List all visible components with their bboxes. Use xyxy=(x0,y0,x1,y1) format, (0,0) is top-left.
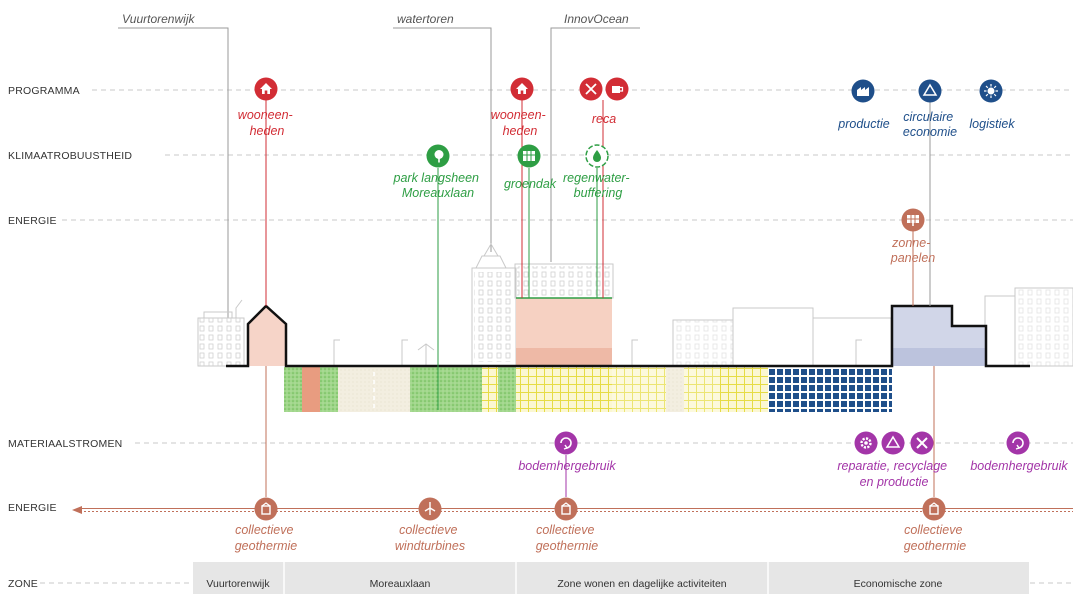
house-icon xyxy=(254,77,278,101)
label-regenwaterbuffering: regenwater- buffering xyxy=(563,171,633,200)
label-wooneenheden-2: wooneen- heden xyxy=(491,108,549,138)
landmark-innovocean: InnovOcean xyxy=(564,12,629,26)
row-label-materiaal: MATERIAALSTROMEN xyxy=(8,438,122,450)
row-label-energie-bottom: ENERGIE xyxy=(8,502,57,514)
recycle-icon xyxy=(881,431,905,455)
geothermal-icon xyxy=(922,497,946,521)
label-bodemhergebruik-1: bodemhergebruik xyxy=(518,459,616,473)
landmark-watertoren: watertoren xyxy=(397,12,454,26)
zone-wonen-activiteiten: Zone wonen en dagelijke activiteiten xyxy=(557,578,726,590)
energie-top-labels: zonne- panelen xyxy=(890,236,936,265)
materiaal-icons xyxy=(554,431,1030,455)
logistics-icon xyxy=(979,79,1003,103)
label-reca: reca xyxy=(592,112,616,126)
row-label-klimaat: KLIMAATROBUUSTHEID xyxy=(8,150,132,162)
label-zonnepanelen: zonne- panelen xyxy=(890,236,936,265)
materiaal-labels: bodemhergebruik reparatie, recyclage en … xyxy=(518,459,1068,489)
soil-cycle-icon xyxy=(554,431,578,455)
energie-bottom-labels: collectieve geothermie collectieve windt… xyxy=(235,523,967,553)
cutlery-icon xyxy=(579,77,603,101)
factory-icon xyxy=(851,79,875,103)
landmark-vuurtorenwijk: Vuurtorenwijk xyxy=(122,12,195,26)
ground-strips xyxy=(284,367,892,412)
label-productie: productie xyxy=(837,117,889,131)
tree-icon xyxy=(426,144,450,168)
wind-turbine-icon xyxy=(418,497,442,521)
gear-icon xyxy=(854,431,878,455)
programma-labels: wooneen- heden wooneen- heden reca produ… xyxy=(238,108,1016,139)
green-roof-icon xyxy=(517,144,541,168)
house-icon xyxy=(510,77,534,101)
label-wooneenheden-1: wooneen- heden xyxy=(238,108,296,138)
highlighted-buildings xyxy=(248,297,986,366)
soil-cycle-icon xyxy=(1006,431,1030,455)
row-label-programma: PROGRAMMA xyxy=(8,85,80,97)
label-windturbines: collectieve windturbines xyxy=(395,523,465,553)
row-label-energie-top: ENERGIE xyxy=(8,215,57,227)
solar-panel-icon xyxy=(901,208,925,232)
klimaat-icons xyxy=(426,144,609,168)
label-reparatie-recyclage: reparatie, recyclage en productie xyxy=(837,459,950,489)
programma-icons xyxy=(254,77,1003,103)
tools-icon xyxy=(910,431,934,455)
label-bodemhergebruik-2: bodemhergebruik xyxy=(970,459,1068,473)
zone-bar: Vuurtorenwijk Moreauxlaan Zone wonen en … xyxy=(193,562,1029,594)
zone-moreauxlaan: Moreauxlaan xyxy=(370,578,431,590)
recycle-icon xyxy=(918,79,942,103)
label-groendak: groendak xyxy=(504,177,557,191)
row-labels: PROGRAMMA KLIMAATROBUUSTHEID ENERGIE MAT… xyxy=(8,85,132,590)
zone-economische: Economische zone xyxy=(854,578,943,590)
geothermal-icon xyxy=(254,497,278,521)
row-label-zone: ZONE xyxy=(8,578,38,590)
label-geothermie-1: collectieve geothermie xyxy=(235,523,298,553)
water-drop-icon xyxy=(585,144,609,168)
landmarks: Vuurtorenwijk watertoren InnovOcean xyxy=(118,12,640,318)
connector-lines xyxy=(265,100,935,497)
klimaat-labels: park langsheen Moreauxlaan groendak rege… xyxy=(393,171,633,200)
label-logistiek: logistiek xyxy=(969,117,1015,131)
geothermal-icon xyxy=(554,497,578,521)
label-park-moreauxlaan: park langsheen Moreauxlaan xyxy=(393,171,483,200)
label-circulaire-economie: circulaire economie xyxy=(903,110,957,139)
zone-vuurtorenwijk: Vuurtorenwijk xyxy=(206,578,270,590)
coffee-cup-icon xyxy=(605,77,629,101)
ground-line xyxy=(226,304,1030,368)
label-geothermie-3: collectieve geothermie xyxy=(904,523,967,553)
energie-bottom-icons xyxy=(254,497,946,521)
label-geothermie-2: collectieve geothermie xyxy=(536,523,599,553)
